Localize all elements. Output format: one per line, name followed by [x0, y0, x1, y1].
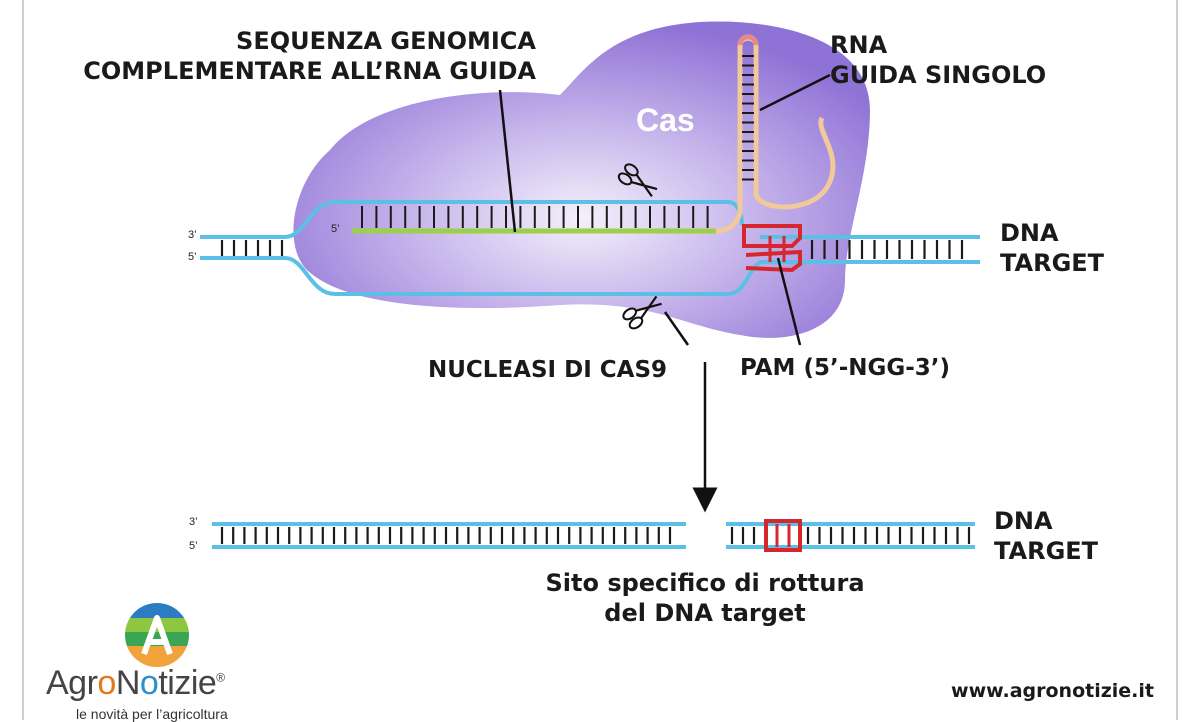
cleaved-dna-left-fragment: [212, 522, 686, 549]
logo-tagline: le novità per l’agricoltura: [76, 706, 228, 722]
spacer-rungs: [361, 206, 709, 228]
pam-mark-cleaved: [764, 519, 802, 552]
frame-left-border: [22, 0, 24, 720]
logo-emblem-icon: [125, 603, 189, 667]
right-duplex-rungs: [810, 240, 964, 259]
frame-right-border: [1176, 0, 1178, 720]
guide-rna-hairpin-rungs: [742, 55, 754, 181]
logo-wordmark-o1: o: [97, 664, 116, 702]
strand-end-bottom-3prime: 3’: [189, 516, 198, 528]
scissors-icon-bottom: [622, 295, 662, 330]
cas-protein-body: [293, 21, 870, 338]
logo-wordmark: AgroNotizie®: [46, 664, 225, 703]
pam-sequence: [742, 224, 802, 273]
label-genomic-line2: COMPLEMENTARE ALL’RNA GUIDA: [83, 57, 536, 85]
label-dna-target-1-line2: TARGET: [1000, 249, 1105, 277]
leader-rna: [759, 73, 831, 112]
strand-end-bottom-5prime: 5’: [189, 540, 198, 552]
label-rna-guide: RNA GUIDA SINGOLO: [830, 30, 1046, 90]
leader-genomic: [498, 89, 517, 233]
guide-rna-loop: [737, 34, 759, 46]
label-rna-line2: GUIDA SINGOLO: [830, 61, 1047, 89]
label-pam: PAM (5’-NGG-3’): [740, 355, 951, 381]
scissors-icon-top: [617, 163, 658, 198]
label-dna-target-2-line1: DNA: [994, 507, 1053, 535]
label-dna-target-2: DNA TARGET: [994, 506, 1098, 566]
leader-nuclease: [663, 311, 690, 346]
logo-wordmark-part3: tizie: [158, 664, 217, 702]
logo-wordmark-part2: N: [115, 664, 141, 702]
dna-strand-bottom: [200, 256, 980, 296]
website-url: www.agronotizie.it: [951, 680, 1154, 702]
label-dna-target-2-line2: TARGET: [994, 537, 1099, 565]
guide-rna-scaffold: [715, 35, 836, 234]
label-dna-target-1: DNA TARGET: [1000, 218, 1104, 278]
label-cut-site-line2: del DNA target: [604, 599, 806, 627]
logo-registered-mark: ®: [216, 670, 225, 685]
cleaved-dna-right-fragment: [726, 519, 975, 552]
logo-wordmark-o2: o: [139, 664, 159, 702]
strand-end-top-5prime: 5’: [188, 251, 197, 263]
label-genomic-line1: SEQUENZA GENOMICA: [236, 27, 536, 55]
label-dna-target-1-line1: DNA: [1000, 219, 1059, 247]
strand-end-top-3prime: 3’: [188, 229, 197, 241]
label-genomic-sequence: SEQUENZA GENOMICA COMPLEMENTARE ALL’RNA …: [0, 26, 536, 86]
agronotizie-logo: AgroNotizie® le novità per l’agricoltura: [40, 600, 290, 722]
logo-wordmark-part1: Agr: [46, 664, 98, 702]
left-duplex-rungs: [220, 240, 284, 256]
label-rna-line1: RNA: [830, 31, 888, 59]
leader-pam: [776, 257, 802, 346]
label-nuclease: NUCLEASI DI CAS9: [428, 357, 668, 383]
strand-end-guide-5prime: 5’: [331, 223, 340, 235]
label-cut-site-line1: Sito specifico di rottura: [545, 569, 865, 597]
label-cut-site: Sito specifico di rottura del DNA target: [505, 568, 905, 628]
label-cas: Cas: [636, 102, 695, 138]
